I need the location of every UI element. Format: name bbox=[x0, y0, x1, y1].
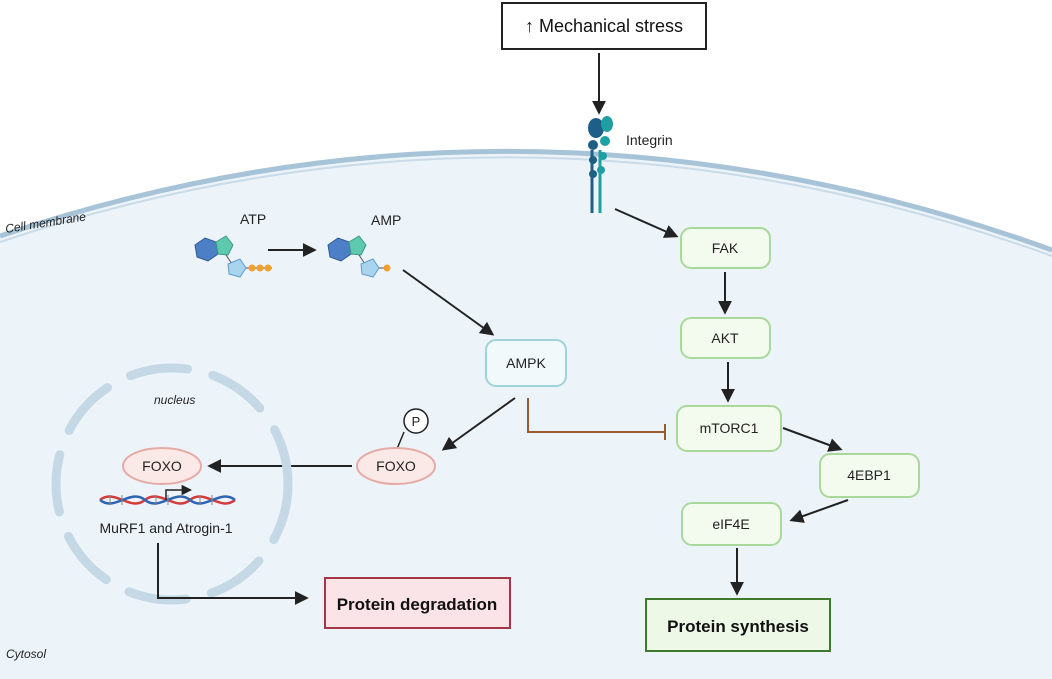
ampk-inhibits-mtorc1 bbox=[527, 398, 664, 433]
akt-node bbox=[680, 317, 771, 359]
integrin-label: Integrin bbox=[626, 132, 673, 148]
integrin-icon bbox=[588, 116, 613, 213]
ampk-node bbox=[485, 339, 567, 387]
amp-molecule-icon bbox=[327, 235, 391, 278]
ampk-label: AMPK bbox=[506, 355, 546, 371]
mtorc1-label: mTORC1 bbox=[700, 420, 759, 436]
ampk-to-foxo-arrow bbox=[441, 397, 516, 451]
phospho-stem bbox=[396, 431, 405, 450]
transcription-arrow bbox=[165, 484, 193, 500]
cell-membrane bbox=[0, 148, 1052, 253]
foxo-cytosol-label: FOXO bbox=[376, 458, 416, 474]
4ebp1-label: 4EBP1 bbox=[847, 467, 891, 483]
foxo-nuclear-label: FOXO bbox=[142, 458, 182, 474]
fak-node bbox=[680, 227, 771, 269]
protein-degradation-label: Protein degradation bbox=[337, 595, 498, 614]
integrin-to-fak-arrow bbox=[614, 208, 679, 238]
cytosol-label: Cytosol bbox=[6, 647, 46, 661]
mechanical-stress-label: ↑ Mechanical stress bbox=[525, 16, 683, 36]
eif4e-label: eIF4E bbox=[712, 516, 749, 532]
amp-label: AMP bbox=[371, 212, 401, 228]
atp-label: ATP bbox=[240, 211, 266, 227]
protein-degradation-box bbox=[324, 577, 511, 629]
protein-synthesis-box bbox=[645, 598, 831, 652]
4ebp1-node bbox=[819, 453, 920, 498]
genes-label: MuRF1 and Atrogin-1 bbox=[99, 520, 232, 536]
phosphate-label: P bbox=[412, 414, 421, 429]
foxo-cytosol-node bbox=[356, 447, 436, 485]
akt-label: AKT bbox=[711, 330, 739, 346]
mechanical-stress-box bbox=[501, 2, 707, 50]
amp-to-ampk-arrow bbox=[402, 269, 495, 336]
cell-membrane-inner bbox=[0, 156, 1052, 257]
genes-to-degradation-arrow bbox=[157, 543, 309, 605]
mtorc1-to-4ebp1-arrow bbox=[782, 427, 843, 452]
cell-cytosol bbox=[0, 151, 1052, 679]
protein-synthesis-label: Protein synthesis bbox=[667, 617, 809, 636]
dna-icon bbox=[99, 495, 236, 505]
4ebp1-to-eif4e-arrow bbox=[789, 499, 849, 523]
mtorc1-node bbox=[676, 405, 782, 452]
nuclear-envelope bbox=[51, 363, 293, 605]
nucleus-label: nucleus bbox=[154, 393, 195, 407]
phosphate-group bbox=[403, 408, 429, 434]
eif4e-node bbox=[681, 502, 782, 546]
fak-label: FAK bbox=[712, 240, 739, 256]
foxo-nuclear-node bbox=[122, 447, 202, 485]
atp-molecule-icon bbox=[194, 235, 272, 278]
